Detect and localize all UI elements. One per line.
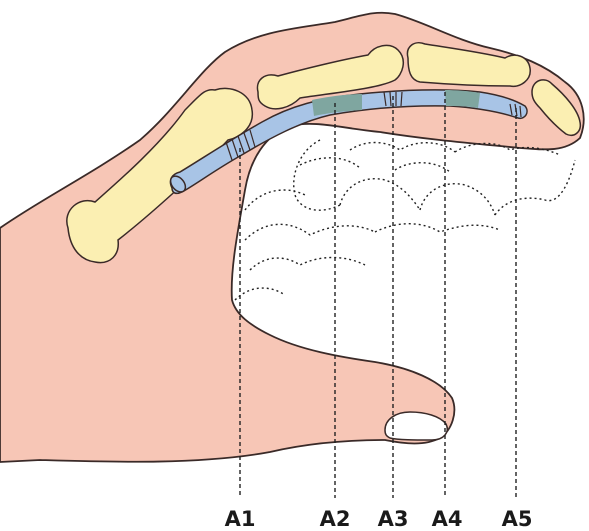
pulley-label-a5: A5 xyxy=(502,507,533,531)
pulley-label-a4: A4 xyxy=(432,507,463,531)
flexion-positions-dotted xyxy=(235,140,575,300)
pulley-label-a1: A1 xyxy=(225,507,256,531)
pulley-label-a3: A3 xyxy=(378,507,409,531)
pulley-label-a2: A2 xyxy=(320,507,351,531)
pulley-band-a4 xyxy=(445,90,480,108)
